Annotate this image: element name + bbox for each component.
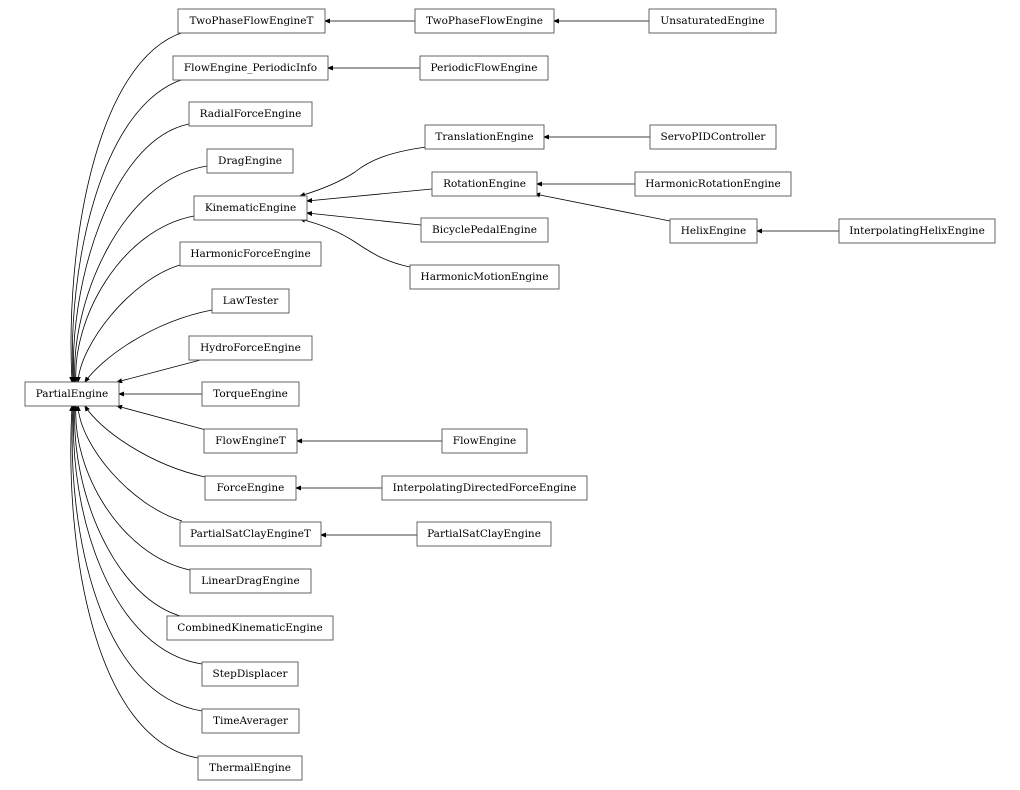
node-label: ForceEngine	[217, 482, 285, 494]
node-label: TranslationEngine	[435, 131, 533, 143]
node-label: ServoPIDController	[661, 131, 767, 143]
node-drag-engine[interactable]: DragEngine	[206, 148, 294, 174]
node-combined-kinematic-engine[interactable]: CombinedKinematicEngine	[166, 615, 334, 641]
node-flow-engine-periodic-info[interactable]: FlowEngine_PeriodicInfo	[172, 55, 329, 81]
node-label: BicyclePedalEngine	[432, 224, 537, 236]
edge-flow-engine-periodic-info	[72, 78, 185, 382]
node-time-averager[interactable]: TimeAverager	[201, 708, 300, 734]
node-harmonic-force-engine[interactable]: HarmonicForceEngine	[179, 241, 322, 267]
node-two-phase-flow-engine-t[interactable]: TwoPhaseFlowEngineT	[177, 8, 326, 34]
node-torque-engine[interactable]: TorqueEngine	[201, 381, 300, 407]
edge-force-engine	[85, 406, 206, 478]
node-label: LinearDragEngine	[201, 575, 300, 587]
node-unsaturated-engine[interactable]: UnsaturatedEngine	[648, 8, 777, 34]
node-hydro-force-engine[interactable]: HydroForceEngine	[188, 335, 313, 361]
edge-kinematic-engine	[76, 215, 195, 382]
edge-bicycle-pedal-engine	[307, 213, 422, 226]
node-label: FlowEngineT	[215, 435, 285, 447]
node-label: RotationEngine	[443, 178, 526, 190]
node-label: PartialSatClayEngine	[427, 528, 541, 540]
node-label: StepDisplacer	[213, 668, 289, 680]
node-radial-force-engine[interactable]: RadialForceEngine	[188, 101, 313, 127]
node-label: PartialEngine	[36, 388, 109, 400]
edge-harmonic-force-engine	[78, 264, 181, 382]
node-periodic-flow-engine[interactable]: PeriodicFlowEngine	[419, 55, 549, 81]
node-label: ThermalEngine	[209, 762, 291, 774]
edge-flow-engine-t	[117, 406, 207, 431]
node-two-phase-flow-engine[interactable]: TwoPhaseFlowEngine	[414, 8, 555, 34]
node-label: UnsaturatedEngine	[660, 15, 764, 27]
edge-step-displacer	[73, 406, 203, 665]
node-label: TimeAverager	[213, 715, 289, 727]
node-label: InterpolatingDirectedForceEngine	[393, 482, 577, 494]
node-harmonic-motion-engine[interactable]: HarmonicMotionEngine	[409, 264, 560, 290]
node-flow-engine-t[interactable]: FlowEngineT	[203, 428, 298, 454]
node-label: RadialForceEngine	[200, 108, 302, 120]
edge-combined-kinematic-engine	[75, 406, 185, 618]
edge-harmonic-motion-engine	[300, 219, 411, 268]
edge-linear-drag-engine	[76, 406, 191, 571]
node-label: HarmonicMotionEngine	[421, 271, 549, 283]
node-kinematic-engine[interactable]: KinematicEngine	[193, 195, 308, 221]
edge-translation-engine	[300, 146, 427, 196]
node-rotation-engine[interactable]: RotationEngine	[431, 171, 538, 197]
node-thermal-engine[interactable]: ThermalEngine	[197, 755, 303, 781]
edge-helix-engine	[535, 194, 671, 222]
edges	[71, 21, 839, 759]
node-bicycle-pedal-engine[interactable]: BicyclePedalEngine	[420, 217, 549, 243]
node-interpolating-helix-engine[interactable]: InterpolatingHelixEngine	[838, 218, 996, 244]
node-label: LawTester	[223, 295, 279, 307]
edge-two-phase-flow-engine-t	[71, 31, 185, 382]
node-label: InterpolatingHelixEngine	[849, 225, 985, 237]
node-label: TorqueEngine	[213, 388, 288, 400]
node-label: CombinedKinematicEngine	[177, 622, 322, 634]
edge-drag-engine	[75, 165, 208, 382]
node-partial-engine[interactable]: PartialEngine	[24, 381, 120, 407]
node-label: FlowEngine_PeriodicInfo	[184, 62, 317, 74]
node-label: HydroForceEngine	[200, 342, 301, 354]
edge-partial-sat-clay-engine-t	[78, 406, 183, 522]
node-translation-engine[interactable]: TranslationEngine	[424, 124, 545, 150]
node-label: PartialSatClayEngineT	[190, 528, 311, 540]
node-label: PeriodicFlowEngine	[431, 62, 538, 74]
node-servo-pid-controller[interactable]: ServoPIDController	[649, 124, 777, 150]
edge-thermal-engine	[71, 406, 199, 759]
node-label: HarmonicRotationEngine	[645, 178, 781, 190]
node-partial-sat-clay-engine[interactable]: PartialSatClayEngine	[416, 521, 552, 547]
node-label: HarmonicForceEngine	[190, 248, 310, 260]
node-label: TwoPhaseFlowEngine	[426, 15, 543, 27]
edge-law-tester	[85, 309, 213, 382]
nodes: PartialEngine TwoPhaseFlowEngineT FlowEn…	[24, 8, 996, 781]
node-harmonic-rotation-engine[interactable]: HarmonicRotationEngine	[634, 171, 792, 197]
edge-rotation-engine	[307, 188, 433, 201]
node-helix-engine[interactable]: HelixEngine	[669, 218, 758, 244]
node-partial-sat-clay-engine-t[interactable]: PartialSatClayEngineT	[179, 521, 322, 547]
node-interpolating-directed-force-engine[interactable]: InterpolatingDirectedForceEngine	[381, 475, 588, 501]
node-label: HelixEngine	[681, 225, 747, 237]
node-label: TwoPhaseFlowEngineT	[189, 15, 313, 27]
edge-hydro-force-engine	[117, 357, 209, 382]
node-law-tester[interactable]: LawTester	[211, 288, 290, 314]
edge-time-averager	[72, 406, 203, 712]
edge-radial-force-engine	[73, 123, 190, 382]
node-label: FlowEngine	[453, 435, 516, 447]
node-label: KinematicEngine	[205, 202, 296, 214]
node-label: DragEngine	[218, 155, 282, 167]
node-step-displacer[interactable]: StepDisplacer	[201, 661, 299, 687]
node-linear-drag-engine[interactable]: LinearDragEngine	[189, 568, 312, 594]
node-force-engine[interactable]: ForceEngine	[204, 475, 297, 501]
node-flow-engine[interactable]: FlowEngine	[441, 428, 528, 454]
